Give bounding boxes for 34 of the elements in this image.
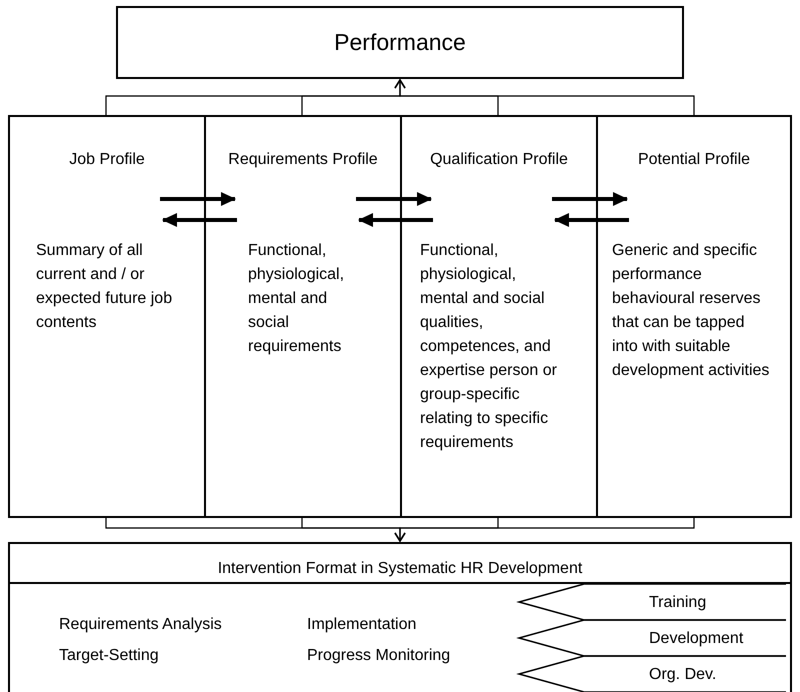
column-text: Summary of all current and / or expected future job contents bbox=[36, 241, 174, 333]
arrow bbox=[552, 192, 628, 206]
chevron-band bbox=[519, 620, 786, 656]
band-label: Org. Dev. bbox=[649, 665, 716, 685]
band-label: Development bbox=[649, 629, 744, 649]
profile-column bbox=[596, 115, 792, 518]
bracket-arrow bbox=[394, 518, 695, 542]
column-heading: Qualification Profile bbox=[429, 150, 569, 170]
profile-column bbox=[400, 115, 596, 518]
intervention-panel bbox=[8, 542, 792, 692]
column-text: Functional, physiological, mental and social qualities, competences, and expertise person or group-specific relating to specific requirements bbox=[420, 241, 558, 453]
column-text: Functional, physiological, mental and social requirements bbox=[248, 241, 346, 357]
panel-heading: Intervention Format in Systematic HR Development bbox=[216, 559, 584, 579]
arrow bbox=[554, 213, 629, 227]
column-text: Generic and specific performance behavioural reserves that can be tapped into with suitable development activities bbox=[612, 241, 770, 381]
profile-column bbox=[204, 115, 400, 518]
chevron-band bbox=[519, 584, 786, 620]
activity-text: Progress Monitoring bbox=[307, 646, 450, 666]
column-heading: Requirements Profile bbox=[227, 150, 379, 170]
column-heading: Potential Profile bbox=[636, 150, 752, 170]
chevron-band bbox=[519, 656, 786, 692]
activity-text: Requirements Analysis bbox=[59, 615, 222, 635]
column-heading: Job Profile bbox=[68, 150, 146, 170]
activity-text: Target-Setting bbox=[59, 646, 159, 666]
arrow bbox=[358, 213, 433, 227]
activity-text: Implementation bbox=[307, 615, 416, 635]
arrow bbox=[356, 192, 432, 206]
performance-box bbox=[116, 6, 684, 79]
arrow bbox=[162, 213, 237, 227]
arrow bbox=[160, 192, 236, 206]
box-title: Performance bbox=[334, 28, 466, 58]
bracket-arrow bbox=[394, 79, 695, 115]
profile-column bbox=[8, 115, 204, 518]
band-label: Training bbox=[649, 593, 706, 613]
